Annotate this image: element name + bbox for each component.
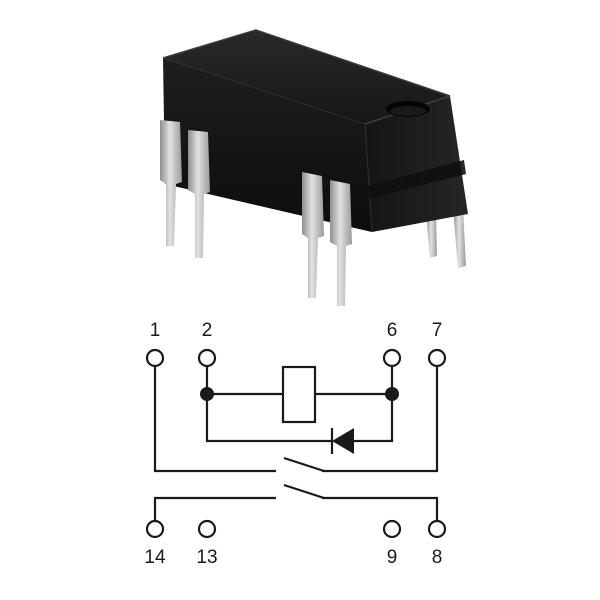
relay-body-top: [163, 30, 450, 124]
relay-pin-front: [160, 120, 352, 306]
wire-diode-right: [354, 394, 394, 443]
terminal-pin-9: [382, 519, 402, 539]
relay-photo: [160, 29, 468, 306]
terminal-pin-1: [145, 348, 165, 368]
pin-label-13: 13: [196, 547, 217, 568]
relay-coil: [281, 365, 317, 424]
terminal-pin-2: [197, 348, 217, 368]
terminal-pin-13: [197, 519, 217, 539]
terminal-pin-7: [427, 348, 447, 368]
terminal-pin-8: [427, 519, 447, 539]
pin-label-1: 1: [150, 320, 161, 341]
terminal-pin-6: [382, 348, 402, 368]
flyback-diode: [332, 428, 354, 454]
pin-label-14: 14: [144, 547, 166, 568]
wire-pin1: [153, 367, 276, 473]
terminal-pin-14: [145, 519, 165, 539]
pin-label-6: 6: [387, 320, 398, 341]
wire-pin14: [153, 496, 276, 521]
wire-pin7: [322, 367, 439, 473]
junction-dot: [385, 387, 399, 401]
relay-pin-back: [426, 208, 466, 268]
switch-blade-upper: [283, 456, 325, 473]
pin-label-2: 2: [202, 320, 213, 341]
wire-diode-left: [205, 394, 332, 443]
pin-label-9: 9: [387, 547, 398, 568]
pin-label-8: 8: [432, 547, 443, 568]
wire-pin8: [322, 496, 439, 521]
junction-dot: [200, 387, 214, 401]
switch-blade-lower: [283, 483, 325, 500]
pin-label-7: 7: [432, 320, 443, 341]
relay-body-side: [365, 96, 468, 232]
relay-schematic: [153, 365, 439, 521]
